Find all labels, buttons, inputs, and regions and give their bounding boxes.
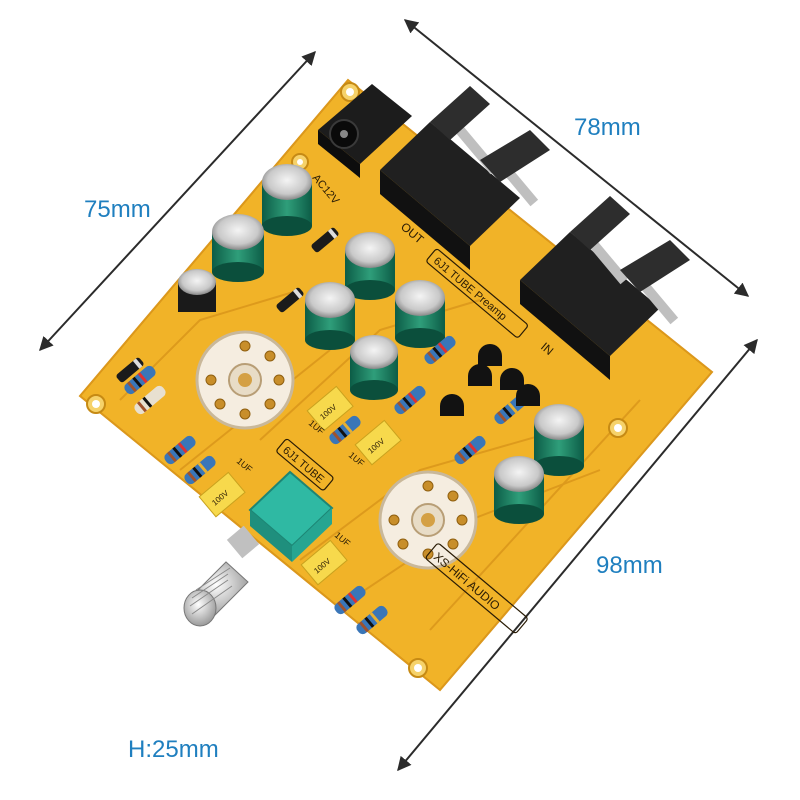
capacitor: [345, 232, 395, 300]
electrolytic-capacitors: [178, 164, 584, 524]
capacitor: [262, 164, 312, 236]
tube-socket-right: [378, 470, 478, 570]
transistors: [440, 344, 540, 416]
volume-potentiometer: [183, 470, 334, 627]
mounting-holes: [86, 82, 628, 678]
dimension-height: H:25mm: [128, 736, 219, 763]
dimension-arrows: [39, 19, 758, 772]
capacitor-small: [178, 269, 216, 312]
capacitor: [305, 282, 355, 350]
capacitor: [494, 456, 544, 524]
arrow-top-width: [403, 19, 750, 297]
film-capacitors: 100V 100V 100V 100V: [198, 385, 402, 586]
dc-power-jack: [318, 84, 412, 178]
capacitor: [395, 280, 445, 348]
capacitor: [212, 214, 264, 282]
capacitor: [534, 404, 584, 476]
knob: [183, 561, 249, 627]
arrow-left-width: [39, 50, 316, 352]
rca-jack-in: [520, 196, 690, 380]
arrow-right-length: [397, 338, 758, 772]
tube-socket-left: [195, 330, 295, 430]
diodes: [116, 227, 339, 383]
dimension-left-width: 75mm: [84, 196, 151, 223]
capacitor: [350, 335, 398, 400]
rca-jack-out: [380, 86, 550, 270]
dimension-right-length: 98mm: [596, 552, 663, 579]
dimension-top-width: 78mm: [574, 114, 641, 141]
